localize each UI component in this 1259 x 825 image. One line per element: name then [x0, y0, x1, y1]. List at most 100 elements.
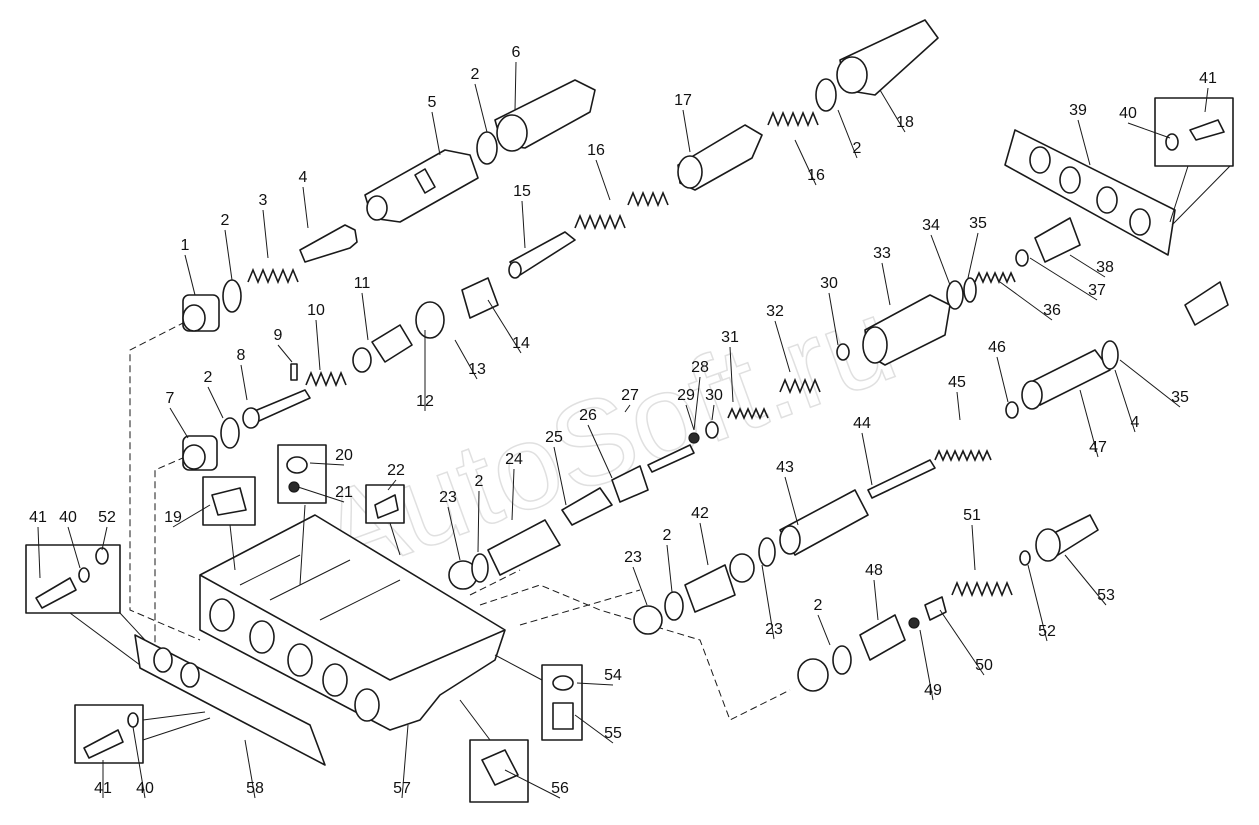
callout-label-4: 4	[1131, 414, 1140, 431]
part-50-seat	[924, 596, 947, 621]
part-4-pin	[299, 224, 358, 263]
callout-label-2: 2	[471, 66, 480, 83]
part-36-spring	[974, 271, 1016, 284]
callout-leader-54	[576, 682, 614, 686]
callout-leader-39	[1077, 119, 1091, 166]
callout-leader-16	[595, 159, 611, 201]
part-3-spring	[247, 267, 299, 285]
callout-leader-16	[794, 139, 817, 186]
callout-label-45: 45	[948, 374, 966, 391]
part-48-valve	[859, 614, 906, 661]
callout-label-4: 4	[299, 169, 308, 186]
callout-label-2: 2	[204, 369, 213, 386]
part-2-ring-row4	[664, 591, 684, 621]
callout-box-56	[469, 739, 529, 803]
part-15-rod	[508, 231, 576, 279]
callout-label-58: 58	[246, 780, 264, 797]
callout-label-10: 10	[307, 302, 325, 319]
callout-leader-55	[574, 714, 614, 744]
callout-label-34: 34	[922, 217, 940, 234]
callout-label-47: 47	[1089, 439, 1107, 456]
callout-leader-40	[67, 526, 81, 569]
callout-leader-32	[774, 320, 791, 373]
callout-label-41: 41	[1199, 70, 1217, 87]
part-2-ring-row2	[220, 417, 240, 449]
callout-leader-34	[930, 234, 951, 286]
part-58-gasket-plate	[134, 634, 326, 766]
callout-leader-30	[711, 404, 715, 421]
callout-label-30: 30	[705, 387, 723, 404]
callout-box-41-40-bottom	[74, 704, 211, 764]
part-44-rod	[867, 459, 936, 499]
callout-leader-19	[172, 504, 211, 528]
callout-leader-9	[277, 344, 293, 363]
callout-leader-17	[682, 109, 691, 153]
callout-label-40: 40	[136, 780, 154, 797]
callout-leader-25	[553, 446, 567, 506]
callout-leader-23	[632, 566, 648, 606]
part-39-plate	[1004, 129, 1176, 256]
callout-leader-50	[939, 609, 985, 676]
callout-leader-2	[837, 109, 858, 159]
callout-label-23: 23	[439, 489, 457, 506]
callout-leader-14	[487, 299, 522, 354]
callout-leader-2	[477, 490, 480, 553]
callout-label-8: 8	[237, 347, 246, 364]
part-7-cap	[182, 435, 218, 471]
callout-label-29: 29	[677, 387, 695, 404]
callout-label-18: 18	[896, 114, 914, 131]
callout-leader-30	[828, 292, 839, 346]
part-24-sleeve	[487, 519, 561, 576]
callout-leader-23	[761, 564, 775, 640]
callout-label-16: 16	[587, 142, 605, 159]
callout-label-5: 5	[428, 94, 437, 111]
watermark-text: AutoSoft.ru	[302, 272, 912, 603]
callout-leader-53	[1064, 554, 1107, 606]
callout-label-46: 46	[988, 339, 1006, 356]
callout-leader-42	[699, 522, 709, 566]
part-49-ball	[908, 617, 920, 629]
callout-label-57: 57	[393, 780, 411, 797]
callout-leader-43	[784, 476, 799, 526]
callout-label-48: 48	[865, 562, 883, 579]
callout-leader-2	[666, 544, 673, 593]
callout-label-52: 52	[1038, 623, 1056, 640]
callout-leader-7	[169, 407, 189, 439]
callout-leader-6	[514, 61, 517, 111]
part-37-washer	[1015, 249, 1029, 267]
part-53-plug	[1035, 514, 1099, 562]
part-13-sleeve	[415, 301, 445, 339]
part-18-piston	[836, 19, 939, 96]
callout-leader-13	[454, 339, 478, 380]
part-14-cup	[461, 277, 499, 319]
callout-label-26: 26	[579, 407, 597, 424]
callout-label-2: 2	[814, 597, 823, 614]
part-2-ring-row1b	[476, 131, 498, 165]
callout-label-32: 32	[766, 303, 784, 320]
part-42-sleeve	[684, 553, 755, 613]
callout-leader-46	[996, 356, 1009, 403]
part-35-ring	[963, 277, 977, 303]
callout-leader-20	[309, 462, 345, 466]
callout-leader-27	[624, 404, 631, 413]
callout-label-6: 6	[512, 44, 521, 61]
callout-label-28: 28	[691, 359, 709, 376]
callout-leader-52	[101, 526, 108, 551]
part-52-washer-right	[1019, 550, 1031, 566]
callout-leader-11	[361, 292, 369, 341]
callout-leader-33	[881, 262, 891, 306]
callout-label-56: 56	[551, 780, 569, 797]
callout-label-12: 12	[416, 393, 434, 410]
part-2-ring-row4b	[758, 537, 776, 567]
callout-label-16: 16	[807, 167, 825, 184]
callout-leader-2	[224, 229, 233, 281]
callout-label-7: 7	[166, 390, 175, 407]
part-46-seat	[1005, 401, 1019, 419]
callout-label-37: 37	[1088, 282, 1106, 299]
callout-leader-48	[873, 579, 879, 621]
part-47-housing	[1021, 340, 1119, 410]
callout-leader-28	[693, 376, 701, 431]
part-2-ring-row3	[471, 553, 489, 583]
part-23-cap-c	[797, 658, 829, 692]
callout-leader-35	[1119, 359, 1181, 408]
